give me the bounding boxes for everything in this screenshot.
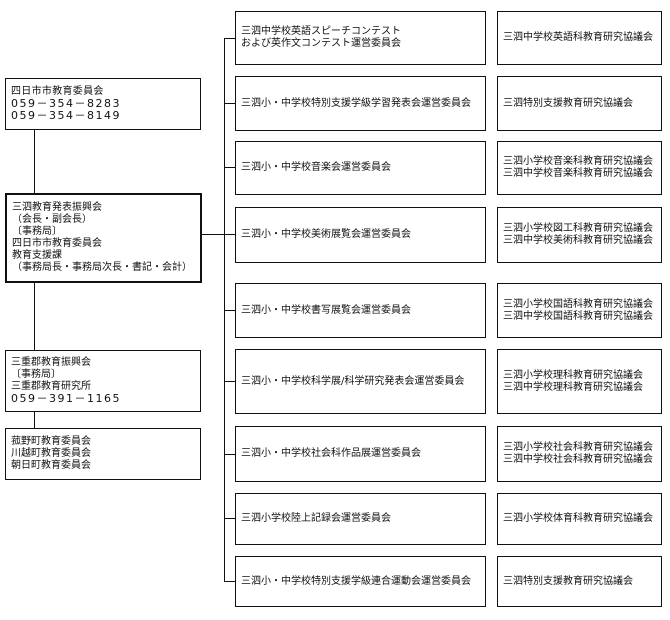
- committee-box-special-support-presentation: 三泗小・中学校特別支援学級学習発表会運営委員会: [235, 76, 486, 131]
- council-box-science: 三泗小学校理科教育研究協議会 三泗中学校理科教育研究協議会: [497, 349, 662, 414]
- council-box-special-support-1: 三泗特別支援教育研究協議会: [497, 76, 662, 131]
- committee-name: 三泗中学校英語スピーチコンテスト: [241, 26, 401, 37]
- council-box-special-support-2: 三泗特別支援教育研究協議会: [497, 556, 662, 607]
- committee-box-music: 三泗小・中学校音楽会運営委員会: [235, 141, 486, 195]
- council-box-pe: 三泗小学校体育科教育研究協議会: [497, 493, 662, 545]
- council-name: 三泗小学校理科教育研究協議会: [503, 369, 643, 381]
- kawagoe-board: 川越町教育委員会: [11, 448, 91, 459]
- committee-box-social-studies: 三泗小・中学校社会科作品展運営委員会: [235, 426, 486, 482]
- mie-gun-association-name: 三重郡教育振興会: [11, 357, 91, 368]
- committee-name: 三泗小・中学校社会科作品展運営委員会: [241, 448, 421, 459]
- council-name: 三泗特別支援教育研究協議会: [503, 575, 633, 587]
- committee-box-athletics: 三泗小学校陸上記録会運営委員会: [235, 493, 486, 545]
- council-box-art: 三泗小学校図工科教育研究協議会 三泗中学校美術科教育研究協議会: [497, 207, 662, 263]
- council-name: 三泗中学校音楽科教育研究協議会: [503, 168, 653, 179]
- committee-name: 三泗小・中学校書写展覧会運営委員会: [241, 304, 411, 316]
- committee-name: および英作文コンテスト運営委員会: [241, 38, 401, 49]
- committee-box-science: 三泗小・中学校科学展/科学研究発表会運営委員会: [235, 349, 486, 414]
- committee-name: 三泗小学校陸上記録会運営委員会: [241, 513, 391, 524]
- yokkaichi-board-phone-1: 059－354－8283: [11, 97, 121, 110]
- connector-center-horizontal: [202, 234, 224, 235]
- yokkaichi-board-phone-2: 059－354－8149: [11, 109, 121, 122]
- committee-box-art: 三泗小・中学校美術展覧会運営委員会: [235, 207, 486, 263]
- association-section: 教育支援課: [12, 250, 62, 261]
- connector-branch-2: [224, 103, 236, 104]
- committee-box-calligraphy: 三泗小・中学校書写展覧会運営委員会: [235, 283, 486, 338]
- connector-branch-5: [224, 310, 236, 311]
- council-name: 三泗中学校美術科教育研究協議会: [503, 235, 653, 246]
- council-name: 三泗中学校英語科教育研究協議会: [503, 32, 653, 43]
- committee-name: 三泗小・中学校科学展/科学研究発表会運営委員会: [241, 375, 465, 387]
- connector-branch-3: [224, 167, 236, 168]
- association-name: 三泗教育発表振興会: [12, 202, 102, 213]
- yokkaichi-board-box: 四日市市教育委員会 059－354－8283 059－354－8149: [5, 78, 201, 130]
- council-box-music: 三泗小学校音楽科教育研究協議会 三泗中学校音楽科教育研究協議会: [497, 141, 662, 195]
- committee-box-special-support-sports: 三泗小・中学校特別支援学級連合運動会運営委員会: [235, 556, 486, 607]
- mie-gun-association-box: 三重郡教育振興会 〔事務局〕 三重郡教育研究所 059－391－1165: [5, 350, 201, 412]
- council-name: 三泗中学校社会科教育研究協議会: [503, 454, 653, 465]
- committee-name: 三泗小・中学校音楽会運営委員会: [241, 162, 391, 173]
- council-box-english: 三泗中学校英語科教育研究協議会: [497, 11, 662, 65]
- asahi-board: 朝日町教育委員会: [11, 460, 91, 471]
- komono-board: 菰野町教育委員会: [11, 436, 91, 447]
- council-name: 三泗小学校体育科教育研究協議会: [503, 513, 653, 524]
- association-board: 四日市市教育委員会: [12, 238, 102, 249]
- town-boards-box: 菰野町教育委員会 川越町教育委員会 朝日町教育委員会: [5, 428, 201, 480]
- committee-name: 三泗小・中学校特別支援学級学習発表会運営委員会: [241, 97, 471, 109]
- council-box-social-studies: 三泗小学校社会科教育研究協議会 三泗中学校社会科教育研究協議会: [497, 426, 662, 482]
- connector-branch-vertical: [224, 38, 225, 581]
- connector-branch-1: [224, 38, 236, 39]
- mie-gun-secretariat-label: 〔事務局〕: [11, 369, 61, 380]
- committee-name: 三泗小・中学校特別支援学級連合運動会運営委員会: [241, 575, 471, 587]
- association-secretariat-label: 〔事務局〕: [12, 226, 62, 237]
- connector-branch-6: [224, 381, 236, 382]
- promotion-association-box: 三泗教育発表振興会 （会長・副会長） 〔事務局〕 四日市市教育委員会 教育支援課…: [5, 193, 202, 283]
- council-name: 三泗小学校社会科教育研究協議会: [503, 442, 653, 453]
- association-staff: （事務局長・事務局次長・書記・会計）: [12, 262, 192, 273]
- yokkaichi-board-name: 四日市市教育委員会: [11, 86, 104, 97]
- council-name: 三泗小学校国語科教育研究協議会: [503, 298, 653, 310]
- connector-branch-8: [224, 518, 236, 519]
- connector-branch-4: [224, 234, 236, 235]
- mie-gun-institute: 三重郡教育研究所: [11, 381, 91, 392]
- committee-box-english: 三泗中学校英語スピーチコンテスト および英作文コンテスト運営委員会: [235, 11, 486, 65]
- connector-branch-9: [224, 581, 236, 582]
- council-box-japanese: 三泗小学校国語科教育研究協議会 三泗中学校国語科教育研究協議会: [497, 283, 662, 338]
- connector-branch-7: [224, 454, 236, 455]
- association-officers: （会長・副会長）: [12, 214, 92, 225]
- council-name: 三泗特別支援教育研究協議会: [503, 97, 633, 109]
- council-name: 三泗小学校図工科教育研究協議会: [503, 223, 653, 234]
- council-name: 三泗中学校国語科教育研究協議会: [503, 310, 653, 322]
- committee-name: 三泗小・中学校美術展覧会運営委員会: [241, 229, 411, 240]
- mie-gun-phone: 059－391－1165: [11, 392, 121, 405]
- council-name: 三泗小学校音楽科教育研究協議会: [503, 156, 653, 167]
- council-name: 三泗中学校理科教育研究協議会: [503, 381, 643, 393]
